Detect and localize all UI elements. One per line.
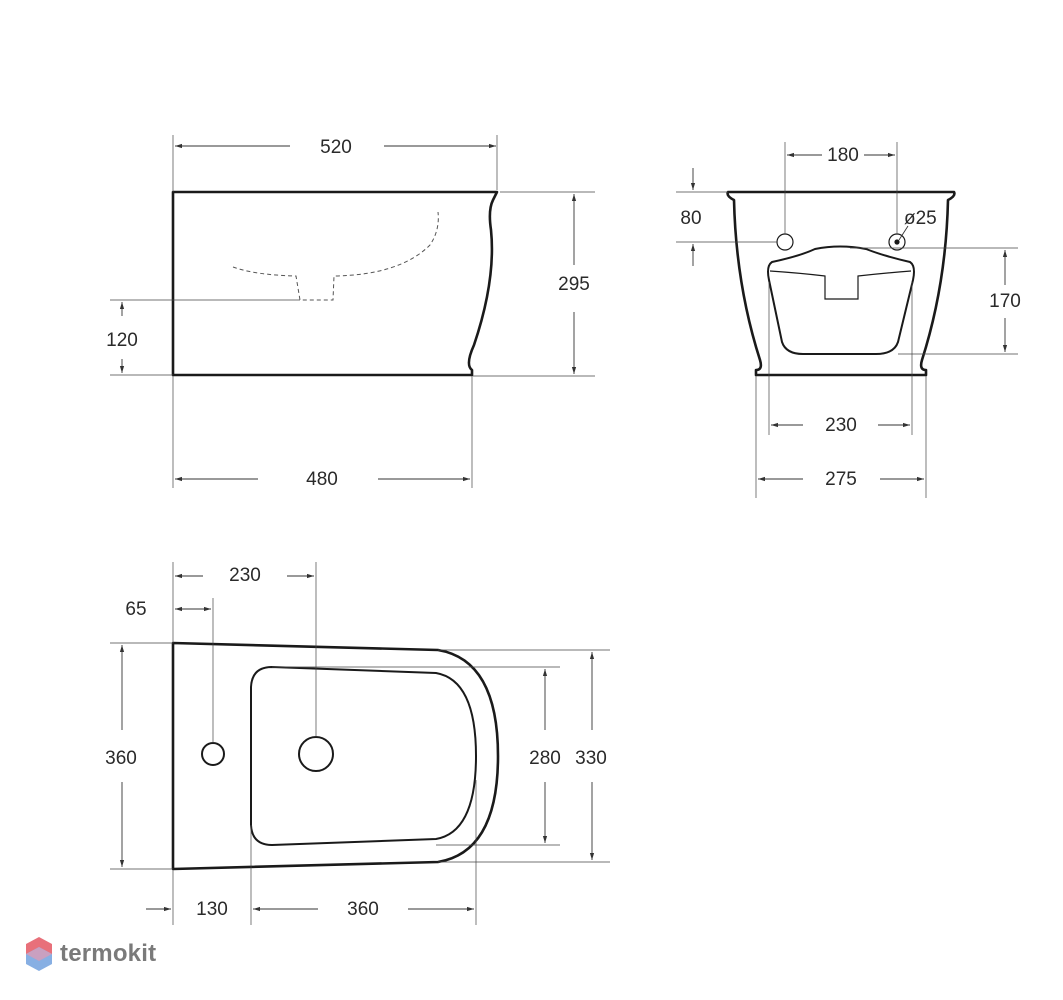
top-dim-bowl-inner: 280 bbox=[529, 748, 561, 769]
top-view-outline bbox=[171, 641, 500, 871]
front-dim-hole-diameter: ø25 bbox=[904, 208, 937, 229]
top-dim-bowl-length: 360 bbox=[347, 899, 379, 920]
top-dim-rear-hole: 65 bbox=[125, 599, 146, 620]
front-left-hole bbox=[776, 233, 794, 251]
front-view-bowl-rim bbox=[769, 270, 912, 300]
side-dim-outlet: 120 bbox=[106, 330, 138, 351]
front-right-hole-center bbox=[894, 239, 900, 245]
top-dim-width: 360 bbox=[105, 748, 137, 769]
front-dim-base-width: 275 bbox=[825, 469, 857, 490]
front-dim-bowl-depth: 170 bbox=[989, 291, 1021, 312]
side-view-outline bbox=[171, 190, 499, 377]
brand-name: termokit bbox=[60, 940, 157, 967]
front-dim-bowl-width: 230 bbox=[825, 415, 857, 436]
termokit-logo-icon bbox=[26, 937, 52, 971]
top-dim-rear-offset: 130 bbox=[196, 899, 228, 920]
front-dim-holes: 180 bbox=[827, 145, 859, 166]
top-view-bowl bbox=[250, 666, 477, 846]
side-view-hidden-bowl bbox=[232, 211, 439, 301]
front-view: 180 80 ø25 170 230 275 bbox=[676, 142, 1021, 498]
side-dim-height: 295 bbox=[558, 274, 590, 295]
top-rear-hole bbox=[201, 742, 225, 766]
side-dim-bottom: 480 bbox=[306, 469, 338, 490]
front-dim-hole-offset: 80 bbox=[680, 208, 701, 229]
top-dim-bowl-outer: 330 bbox=[575, 748, 607, 769]
side-dim-top: 520 bbox=[320, 137, 352, 158]
front-view-bowl bbox=[767, 245, 915, 355]
side-view: 520 295 120 480 bbox=[106, 135, 595, 490]
brand-logo: termokit bbox=[24, 935, 156, 973]
top-dim-tap-hole: 230 bbox=[229, 565, 261, 586]
top-tap-hole bbox=[298, 736, 334, 772]
front-view-outline bbox=[726, 190, 956, 377]
top-view: 230 65 360 280 330 130 360 bbox=[105, 562, 610, 925]
